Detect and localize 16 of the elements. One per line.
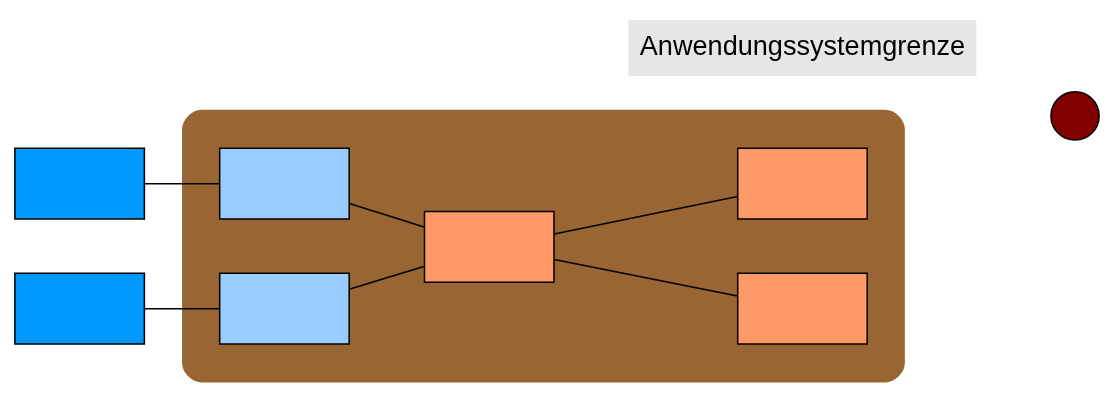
node-box <box>218 147 350 220</box>
connector <box>553 258 739 297</box>
node-box <box>736 272 868 345</box>
node-label: Anwendungssystemgrenze <box>639 29 966 61</box>
connector <box>348 265 425 291</box>
connector <box>143 307 220 310</box>
node-box <box>218 272 350 345</box>
connector <box>143 182 220 185</box>
node-box <box>423 210 555 284</box>
node-box <box>14 272 146 345</box>
cluster <box>182 109 905 383</box>
node-circle <box>1050 91 1100 141</box>
connector <box>553 195 739 235</box>
connector <box>348 202 425 228</box>
node-box <box>736 147 868 220</box>
node-box <box>14 147 146 220</box>
